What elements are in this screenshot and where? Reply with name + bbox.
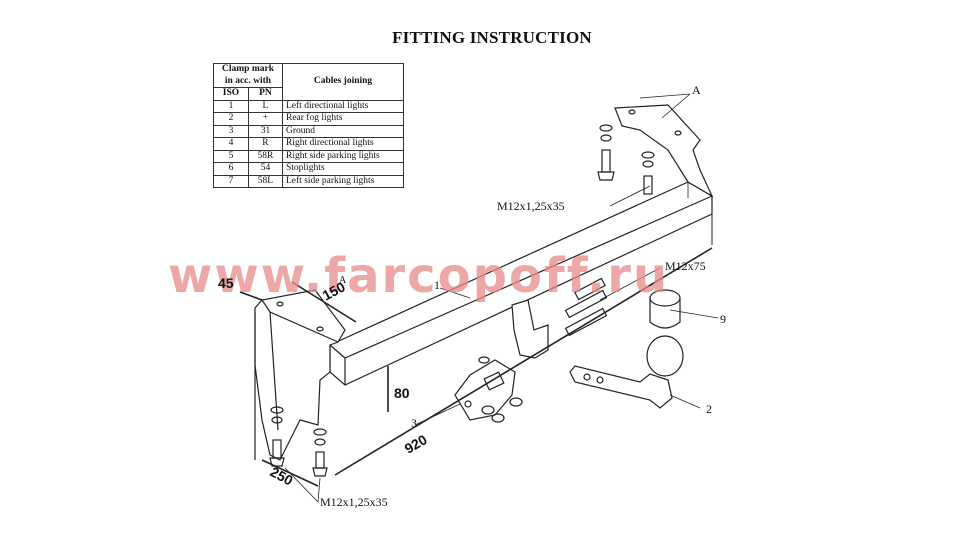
label-part-9: 9	[720, 312, 726, 326]
right-bracket	[614, 104, 714, 198]
cell-pn: 58L	[247, 174, 284, 188]
watermark: www.farcopoff.ru	[168, 248, 670, 304]
label-part-3: 3	[411, 416, 417, 430]
label-bolt-top: M12x1,25x35	[497, 199, 565, 213]
label-part-2: 2	[706, 402, 712, 416]
wiring-table: Clamp mark in acc. with Cables joining I…	[213, 63, 404, 188]
label-bolt-ball: M12x75	[665, 259, 706, 273]
header-cables-joining: Cables joining	[282, 63, 404, 101]
left-bracket	[254, 289, 346, 461]
label-a-small: A	[339, 275, 347, 286]
label-a: A	[692, 83, 701, 97]
page-title: FITTING INSTRUCTION	[392, 28, 592, 47]
label-bolt-bottom: M12x1,25x35	[320, 495, 388, 509]
bottom-bolts	[269, 406, 328, 477]
tow-ball	[569, 289, 684, 409]
header-clamp-mark: Clamp mark in acc. with	[213, 63, 283, 88]
dimension-lines	[239, 214, 713, 487]
dimension-80: 80	[394, 385, 410, 401]
top-bolts	[597, 124, 655, 195]
cell-iso: 7	[213, 174, 249, 188]
dimension-45: 45	[218, 275, 234, 291]
label-part-1: 1	[434, 278, 440, 292]
cell-desc: Left side parking lights	[282, 174, 404, 188]
leader-lines	[284, 93, 719, 503]
